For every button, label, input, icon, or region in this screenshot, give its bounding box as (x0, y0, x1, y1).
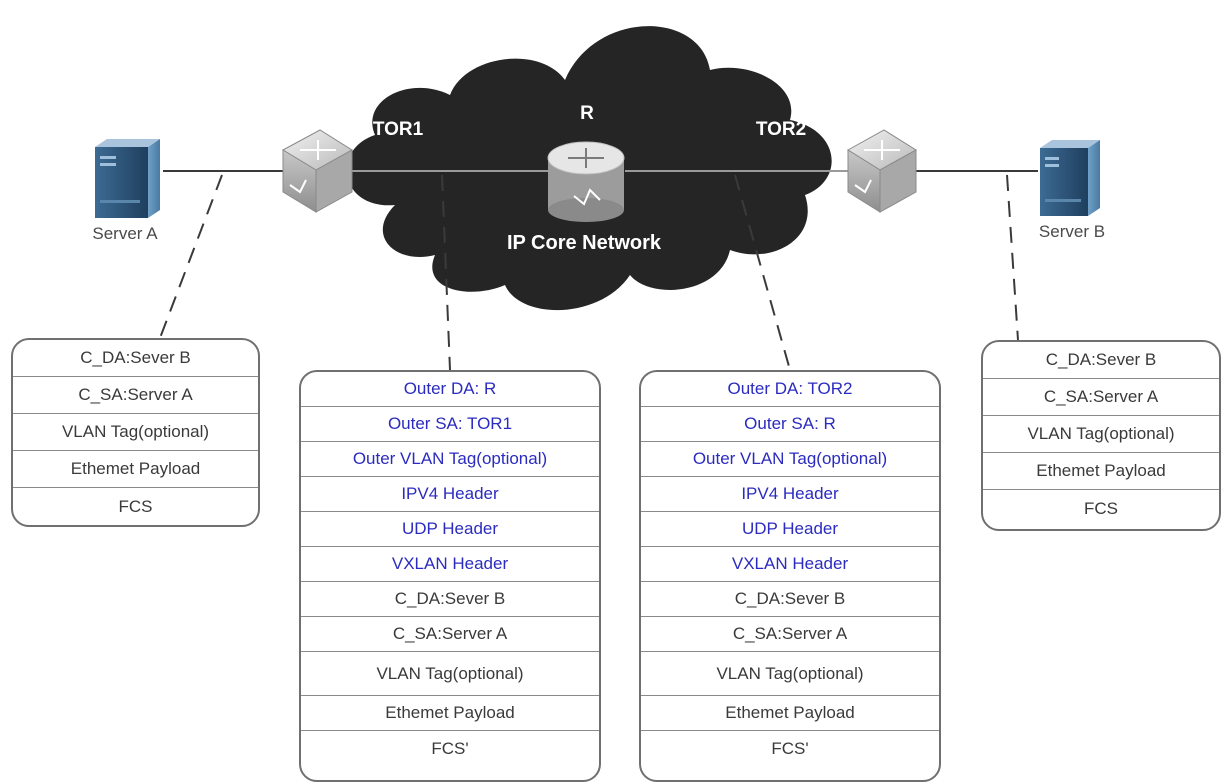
frame-tor1-vxlan: Outer DA: R Outer SA: TOR1 Outer VLAN Ta… (299, 370, 601, 782)
outer-header-field: Outer DA: TOR2 (641, 372, 939, 407)
frame-field: FCS' (431, 738, 469, 758)
outer-header-field: Outer VLAN Tag(optional) (301, 442, 599, 477)
tor1-label: TOR1 (373, 119, 424, 140)
outer-header-field: Outer SA: R (641, 407, 939, 442)
frame-field: FCS (118, 496, 153, 516)
tor1-switch-icon (281, 129, 353, 213)
server-b-icon (1040, 140, 1100, 216)
leader-server-b (1006, 174, 1019, 341)
tor2-switch-icon (847, 129, 917, 213)
outer-header-field: UDP Header (301, 512, 599, 547)
core-network-label: IP Core Network (507, 232, 662, 254)
frame-field: C_DA:Sever B (983, 342, 1219, 379)
frame-field: C_DA:Sever B (641, 582, 939, 617)
frame-field: C_DA:Sever B (301, 582, 599, 617)
frame-field: C_SA:Server A (13, 377, 258, 414)
outer-header-field: IPV4 Header (301, 477, 599, 512)
frame-field: Ethemet Payload (983, 453, 1219, 490)
outer-header-field: UDP Header (641, 512, 939, 547)
frame-field: FCS' (771, 738, 809, 758)
outer-header-field: IPV4 Header (641, 477, 939, 512)
frame-field: C_SA:Server A (301, 617, 599, 652)
frame-field: VLAN Tag(optional) (301, 652, 599, 696)
frame-field: C_SA:Server A (641, 617, 939, 652)
server-b-label: Server B (1039, 222, 1105, 241)
frame-field: C_SA:Server A (983, 379, 1219, 416)
outer-header-field: Outer VLAN Tag(optional) (641, 442, 939, 477)
frame-field: VLAN Tag(optional) (983, 416, 1219, 453)
frame-field: VLAN Tag(optional) (13, 414, 258, 451)
router-label: R (580, 103, 594, 124)
frame-server-b: C_DA:Sever B C_SA:Server A VLAN Tag(opti… (981, 340, 1221, 531)
dashed-leaders (159, 174, 1019, 371)
frame-field: VLAN Tag(optional) (641, 652, 939, 696)
server-a-label: Server A (92, 224, 158, 243)
frame-field: FCS (1084, 498, 1118, 518)
outer-header-field: Outer SA: TOR1 (301, 407, 599, 442)
outer-header-field: Outer DA: R (301, 372, 599, 407)
leader-tor2 (734, 174, 791, 371)
frame-field: C_DA:Sever B (13, 340, 258, 377)
server-a-icon (95, 139, 160, 218)
outer-header-field: VXLAN Header (301, 547, 599, 582)
frame-field: Ethemet Payload (301, 696, 599, 731)
leader-tor1 (441, 174, 451, 371)
tor2-label: TOR2 (756, 119, 806, 140)
leader-server-a (159, 174, 223, 339)
router-icon (547, 141, 625, 222)
frame-server-a: C_DA:Sever B C_SA:Server A VLAN Tag(opti… (11, 338, 260, 527)
outer-header-field: VXLAN Header (641, 547, 939, 582)
frame-tor2-vxlan: Outer DA: TOR2 Outer SA: R Outer VLAN Ta… (639, 370, 941, 782)
frame-field: Ethemet Payload (641, 696, 939, 731)
frame-field: Ethemet Payload (13, 451, 258, 488)
